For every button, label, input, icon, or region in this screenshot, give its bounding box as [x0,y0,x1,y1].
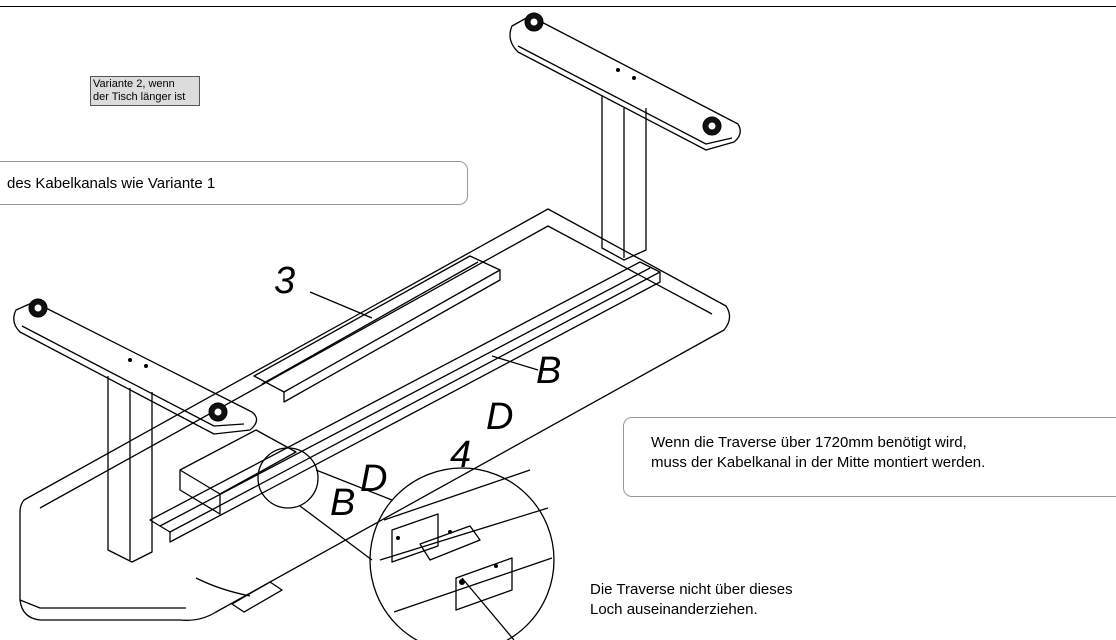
left-foot-inner [21,325,245,427]
motor-box-side [179,470,221,515]
magnified-sleeve [455,557,513,611]
part-label-d-lower: D [360,458,388,500]
magnified-sleeve-left [391,513,439,563]
detail-magnified-circle [369,467,555,640]
variant-note-line-2: der Tisch länger ist [93,91,186,103]
left-leg [107,376,153,563]
motor-box [179,429,297,495]
leader-3 [309,291,373,319]
hole-warning-note: Die Traverse nicht über dieses Loch ause… [590,580,793,620]
part-label-b-upper: B [536,350,562,392]
leader-b1 [491,355,539,371]
magnified-rail-bottom [393,557,553,613]
callout-traverse-length: Wenn die Traverse über 1720mm benötigt w… [623,417,1116,497]
detail-connector-2 [299,505,373,561]
part-label-4: 4 [450,434,472,476]
part-label-b-lower: B [330,482,356,524]
cable-tray-side [283,270,501,403]
hole-warning-line-2: Loch auseinanderziehen. [590,601,758,618]
desktop-thickness [19,599,186,609]
part-label-3: 3 [274,260,296,302]
hand-controller [231,581,283,613]
hole-warning-line-1: Die Traverse nicht über dieses [590,581,793,598]
magnified-rail-mid [379,507,549,561]
cable-tray-lip [261,261,479,385]
callout-traverse-line-1: Wenn die Traverse über 1720mm benötigt w… [651,434,967,451]
magnified-bracket [419,525,481,561]
callout-traverse-line-2: muss der Kabelkanal in der Mitte montier… [651,454,986,471]
right-leg [601,96,647,261]
part-label-d-upper: D [486,396,514,438]
traverse-bottom [169,272,661,543]
top-border-line [0,6,1116,7]
variant-note: Variante 2, wenn der Tisch länger ist [90,76,200,106]
callout-cable-channel-text: des Kabelkanals wie Variante 1 [7,175,216,192]
desktop-outline [19,208,731,621]
callout-cable-channel: des Kabelkanals wie Variante 1 [0,161,468,205]
detail-source-circle [257,447,319,509]
traverse-rail [159,267,651,527]
magnified-rail-top [383,469,531,521]
detail-connector-1 [315,469,393,501]
variant-note-line-1: Variante 2, wenn [93,78,175,90]
controller-cable [195,577,251,597]
right-foot-inner [517,45,733,145]
left-foot [13,301,258,435]
bottom-note-leader [461,577,515,640]
right-foot [509,15,741,151]
